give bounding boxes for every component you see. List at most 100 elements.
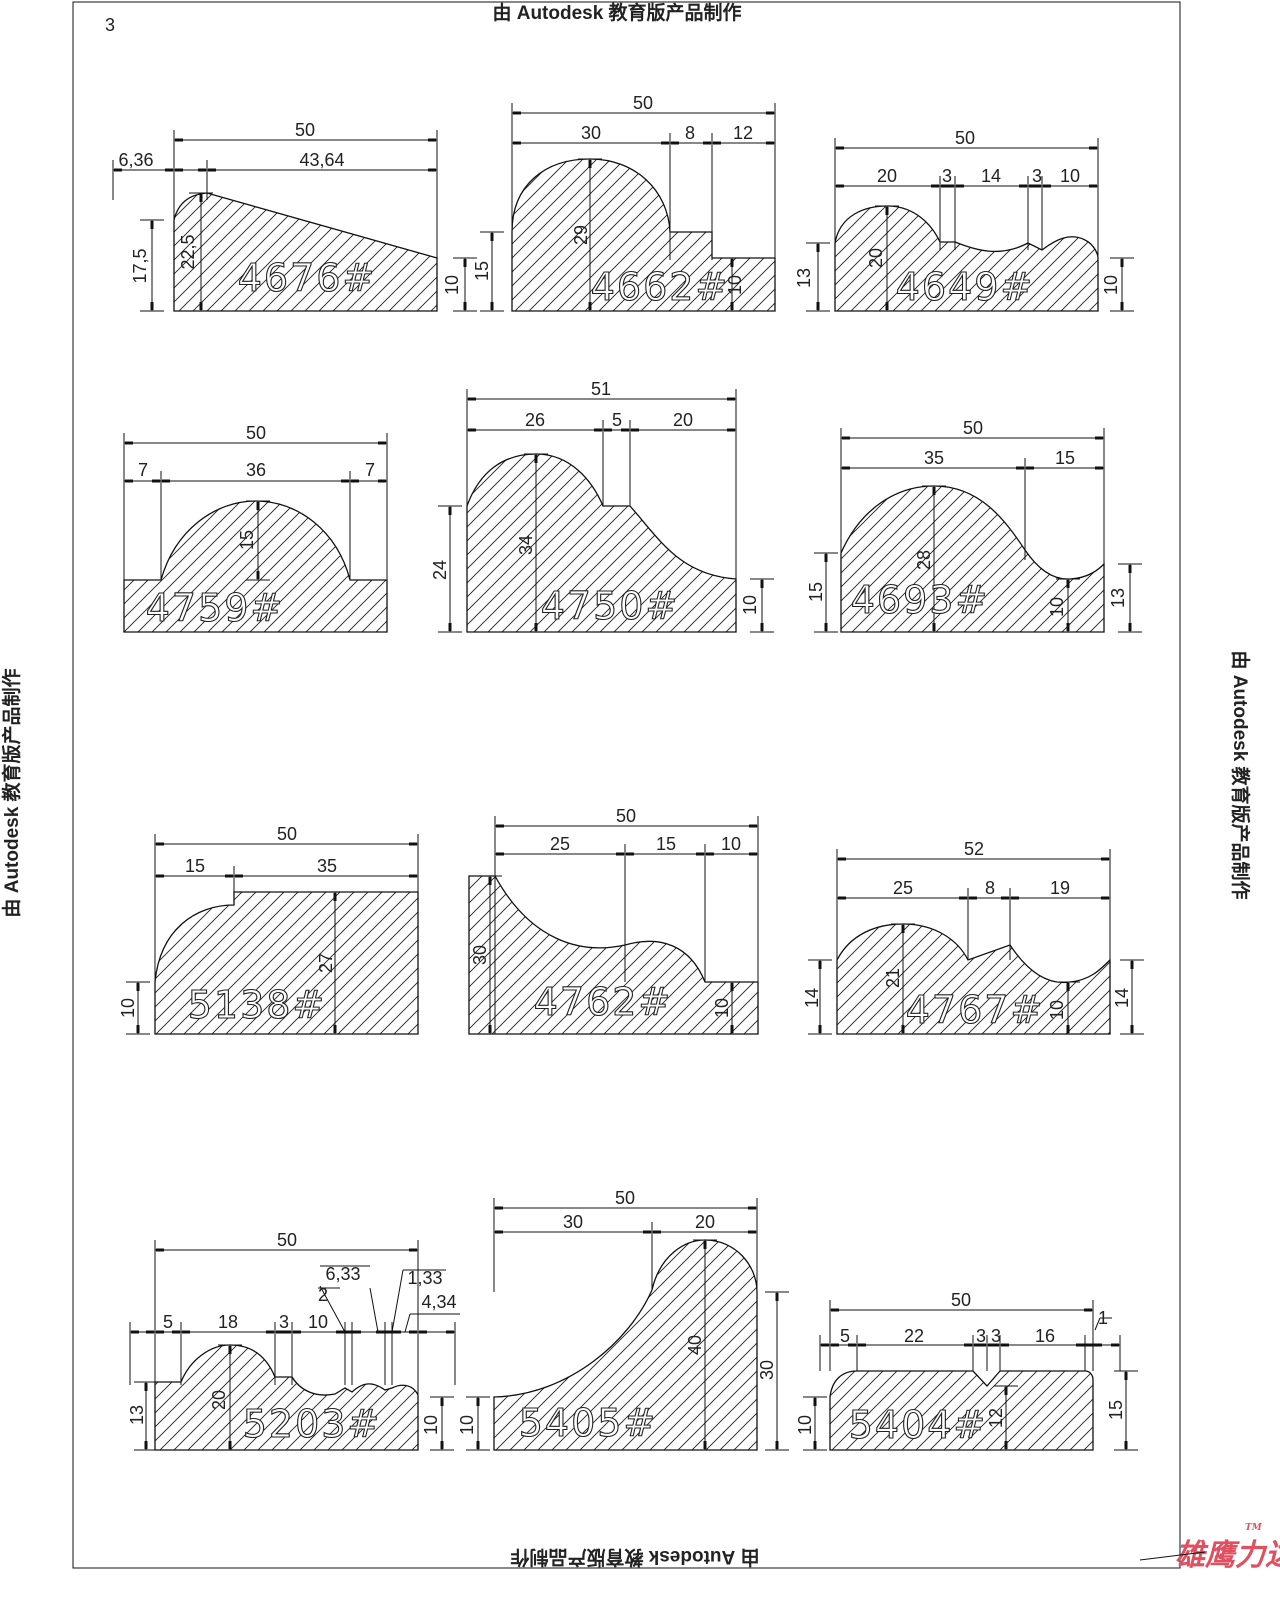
dimension-arrow <box>858 1343 866 1347</box>
dimension-arrow <box>653 1230 661 1234</box>
leader-line <box>391 1269 404 1333</box>
dimension-arrow <box>1124 1441 1128 1449</box>
dimension-arrow <box>378 441 386 445</box>
dimension-arrow <box>813 1441 817 1449</box>
dimension-arrow <box>1128 623 1132 631</box>
dim-text: 29 <box>571 225 591 245</box>
dimension-arrow <box>131 1330 139 1334</box>
dim-text: 52 <box>964 839 984 859</box>
dimension-arrow <box>703 1241 707 1249</box>
dimension-arrow <box>513 111 521 115</box>
profile-label: 4649# <box>896 265 1035 309</box>
dimension-arrow <box>760 623 764 631</box>
dimension-arrow <box>150 302 154 310</box>
dim-text: 50 <box>277 1230 297 1250</box>
dim-text: 24 <box>430 560 450 580</box>
dim-text: 10 <box>442 275 462 295</box>
dimension-arrow <box>730 1025 734 1033</box>
dimension-arrow <box>1076 1343 1084 1347</box>
dimension-arrow <box>468 428 476 432</box>
profile-5404 <box>829 1370 1094 1451</box>
dimension-arrow <box>836 184 844 188</box>
dimension-arrow <box>1094 1343 1102 1347</box>
profile-label: 5404# <box>849 1403 988 1447</box>
profile-label: 5138# <box>188 983 327 1027</box>
profile-5203 <box>154 1344 419 1451</box>
dimension-arrow <box>208 168 216 172</box>
dimension-arrow <box>991 1343 999 1347</box>
dim-text: 10 <box>1047 1000 1067 1020</box>
dimension-arrow <box>409 874 417 878</box>
dimension-arrow <box>1066 623 1070 631</box>
dimension-arrow <box>727 397 735 401</box>
dimension-arrow <box>1120 259 1124 267</box>
dimension-arrow <box>901 1025 905 1033</box>
brand-logo-tm: TM <box>1245 1523 1263 1533</box>
dimension-arrow <box>594 428 602 432</box>
dimension-arrow <box>156 1330 164 1334</box>
dimension-arrow <box>448 623 452 631</box>
dim-text: 12 <box>733 123 753 143</box>
dimension-arrow <box>703 1441 707 1449</box>
dimension-arrow <box>136 1025 140 1033</box>
dimension-arrow <box>172 1330 180 1334</box>
dimension-arrow <box>713 141 721 145</box>
dimension-arrow <box>125 479 133 483</box>
dim-text: 10 <box>712 998 732 1018</box>
profile-4693 <box>840 485 1105 633</box>
dimension-arrow <box>1004 1441 1008 1449</box>
dimension-arrow <box>428 168 436 172</box>
dim-text: 2 <box>318 1285 328 1305</box>
dimension-arrow <box>513 141 521 145</box>
dimension-arrow <box>1066 580 1070 588</box>
dimension-arrow <box>831 1308 839 1312</box>
dim-text: 50 <box>963 418 983 438</box>
dimension-arrow <box>468 397 476 401</box>
dimension-arrow <box>1016 466 1024 470</box>
dimension-lines <box>112 103 1206 1561</box>
dimension-arrow <box>351 479 359 483</box>
dim-text: 15 <box>1055 448 1075 468</box>
dimension-arrow <box>969 896 977 900</box>
dimension-arrow <box>409 1248 417 1252</box>
dimension-arrow <box>671 141 679 145</box>
dim-text: 43,64 <box>299 150 344 170</box>
dim-text: 34 <box>516 535 536 555</box>
dim-text: 15 <box>1106 1400 1126 1420</box>
dimension-arrow <box>393 1330 401 1334</box>
dim-text: 10 <box>308 1312 328 1332</box>
dim-text: 3 <box>942 166 952 186</box>
dimension-arrow <box>932 623 936 631</box>
dimension-arrow <box>343 1330 351 1334</box>
dimension-arrow <box>336 1330 344 1334</box>
profile-label: 4750# <box>541 584 680 628</box>
dimension-arrow <box>266 1330 274 1334</box>
dimension-arrow <box>696 852 704 856</box>
dimension-arrow <box>588 160 592 168</box>
dim-text: 27 <box>316 953 336 973</box>
dim-text: 10 <box>1101 275 1121 295</box>
dim-text: 6,36 <box>118 150 153 170</box>
dimension-arrow <box>496 824 504 828</box>
dim-text: 13 <box>127 1405 147 1425</box>
dimension-arrow <box>144 1441 148 1449</box>
dim-text: 50 <box>633 93 653 113</box>
dimension-arrow <box>1111 1343 1119 1347</box>
profile-label: 4762# <box>534 980 673 1024</box>
dim-text: 5 <box>163 1312 173 1332</box>
watermark-right: 由 Autodesk 教育版产品制作 <box>1229 650 1252 899</box>
dimension-arrow <box>626 852 634 856</box>
dim-text: 15 <box>237 530 257 550</box>
dimension-arrow <box>440 1398 444 1406</box>
dimension-arrow <box>604 428 612 432</box>
dimension-arrow <box>150 221 154 229</box>
dim-text: 50 <box>955 128 975 148</box>
dimension-arrow <box>831 1343 839 1347</box>
dimension-arrow <box>816 244 820 252</box>
dimension-texts: 50 6,36 43,64 17,5 22,5 10 50 30 8 12 15… <box>118 93 1132 1435</box>
dimension-arrow <box>643 1230 651 1234</box>
dim-text: 8 <box>685 123 695 143</box>
dimension-arrow <box>162 479 170 483</box>
dimension-arrow <box>748 1230 756 1234</box>
